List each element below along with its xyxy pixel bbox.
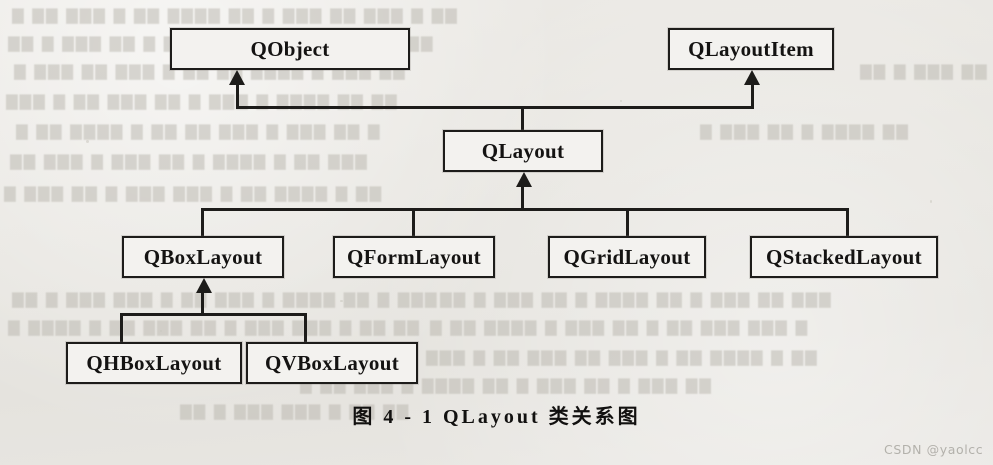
class-node-qlayoutitem[interactable]: QLayoutItem: [668, 28, 834, 70]
class-node-label: QLayout: [481, 138, 565, 163]
inheritance-arrow-qlayoutitem: [744, 70, 760, 85]
inheritance-arrow-qobject: [229, 70, 245, 85]
class-node-label: QStackedLayout: [766, 244, 922, 269]
class-node-qhboxlayout[interactable]: QHBoxLayout: [66, 342, 242, 384]
class-node-label: QFormLayout: [347, 244, 481, 269]
class-node-qboxlayout[interactable]: QBoxLayout: [122, 236, 284, 278]
csdn-watermark: CSDN @yaolcc: [884, 442, 984, 457]
inheritance-arrow-qboxlayout: [196, 278, 212, 293]
class-node-label: QHBoxLayout: [86, 350, 222, 375]
class-node-label: QObject: [250, 36, 330, 61]
inheritance-arrow-qlayout: [516, 172, 532, 187]
class-node-label: QBoxLayout: [143, 244, 263, 269]
class-node-qlayout[interactable]: QLayout: [443, 130, 603, 172]
class-node-qstackedlayout[interactable]: QStackedLayout: [750, 236, 938, 278]
class-node-qobject[interactable]: QObject: [170, 28, 410, 70]
class-node-label: QLayoutItem: [688, 36, 814, 61]
class-node-label: QGridLayout: [563, 244, 691, 269]
class-node-label: QVBoxLayout: [265, 350, 399, 375]
figure-caption: 图 4 - 1 QLayout 类关系图: [352, 406, 641, 428]
class-node-qvboxlayout[interactable]: QVBoxLayout: [246, 342, 418, 384]
class-node-qgridlayout[interactable]: QGridLayout: [548, 236, 706, 278]
class-node-qformlayout[interactable]: QFormLayout: [333, 236, 495, 278]
